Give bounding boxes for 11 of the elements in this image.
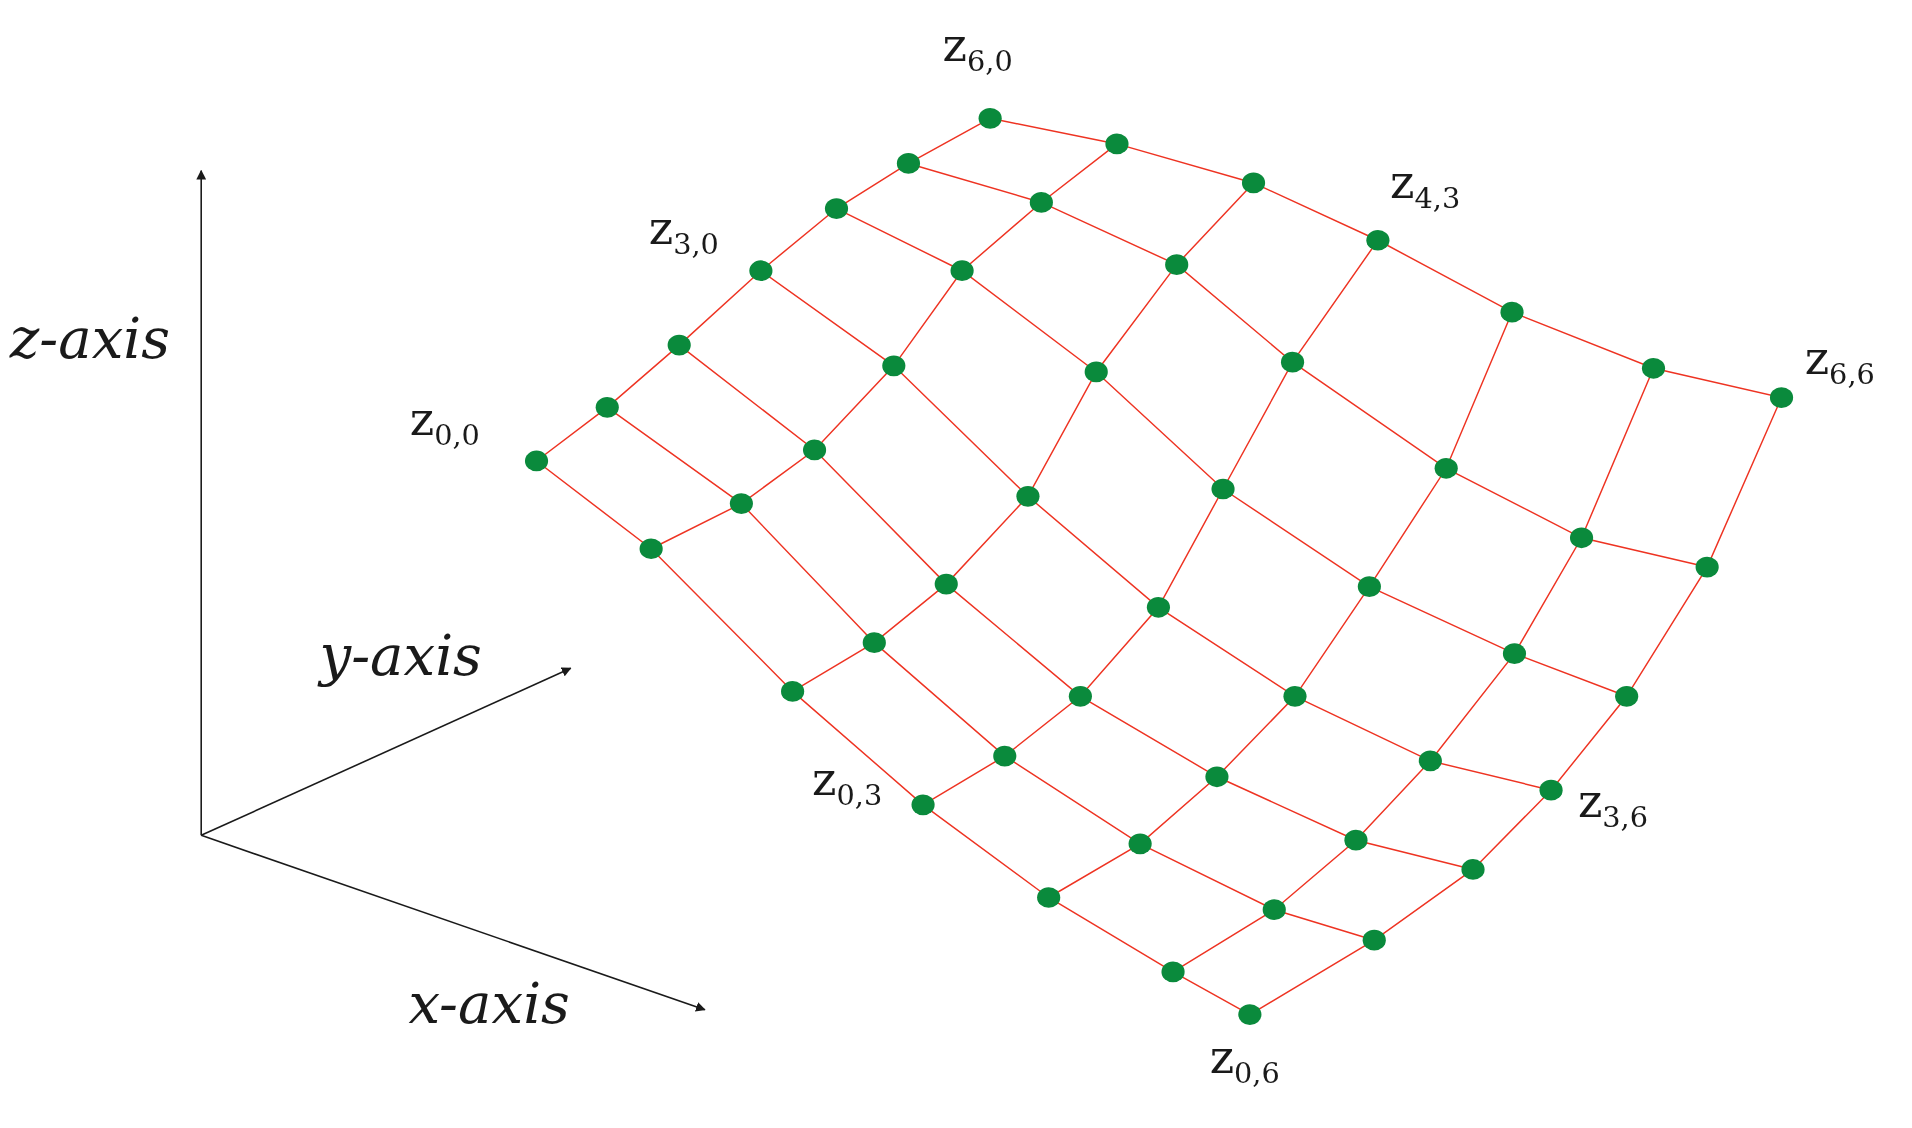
axis-label: z-axis	[9, 310, 171, 368]
axis-label: x-axis	[408, 975, 570, 1032]
point-label: z$_{3,0}$	[648, 204, 719, 259]
point-label: z$_{0,6}$	[1209, 1034, 1280, 1088]
point-label: z$_{0,3}$	[812, 756, 883, 810]
point-label: z$_{6,0}$	[942, 21, 1013, 76]
point-label: z$_{3,6}$	[1577, 777, 1648, 832]
axis-label: y-axis	[319, 628, 482, 685]
point-label: z$_{4,3}$	[1390, 158, 1461, 213]
point-label: z$_{0,0}$	[409, 396, 480, 451]
point-label: z$_{6,6}$	[1804, 335, 1875, 390]
